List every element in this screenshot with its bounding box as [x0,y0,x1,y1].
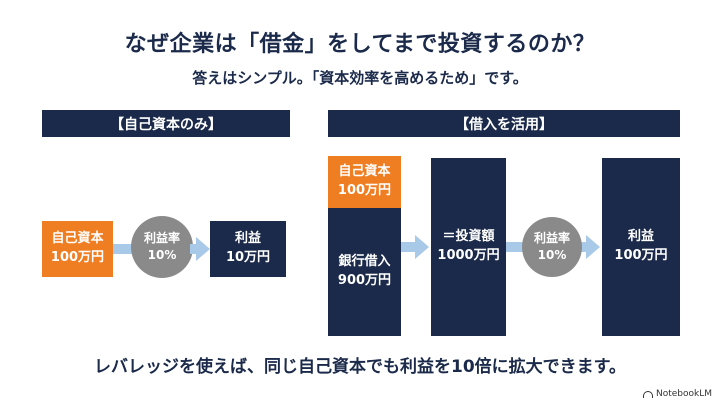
right-investment-box: ＝投資額 1000万円 [431,158,506,336]
conclusion-text: レバレッジを使えば、同じ自己資本でも利益を10倍に拡大できます。 [94,357,626,377]
right-loan-box: 銀行借入 900万円 [328,208,401,336]
right-arrow-1 [401,235,429,259]
left-equity-amount: 100万円 [50,250,105,265]
right-profit-amount: 100万円 [614,248,668,263]
right-profit-box: 利益 100万円 [602,158,680,336]
right-loan-label: 銀行借入 [338,254,391,270]
notebooklm-logo-icon [642,390,653,398]
page-subtitle: 答えはシンプル。「資本効率を高めるため」です。 [192,69,528,87]
left-equity-box: 自己資本 100万円 [42,221,113,277]
left-panel-header: 【自己資本のみ】 [42,110,290,137]
right-investment-label: ＝投資額 [442,229,495,245]
left-profit-amount: 10万円 [225,250,271,265]
right-equity-box: 自己資本 100万円 [328,156,401,208]
right-rate-label: 利益率 [533,231,570,246]
brand-label: NotebookLM [655,389,712,399]
page-title: なぜ企業は「借金」をしてまで投資するのか？ [124,32,596,57]
right-rate-circle: 利益率 10% [522,217,582,277]
right-equity-amount: 100万円 [337,183,392,198]
left-equity-label: 自己資本 [51,231,104,247]
right-loan-amount: 900万円 [337,273,392,288]
left-profit-label: 利益 [234,231,261,247]
right-profit-label: 利益 [627,229,654,245]
right-investment-amount: 1000万円 [437,248,500,263]
left-arrow-2 [190,237,210,261]
left-rate-label: 利益率 [143,231,180,246]
left-rate-value: 10% [147,248,177,262]
left-profit-box: 利益 10万円 [210,221,286,277]
right-panel-header: 【借入を活用】 [328,110,680,137]
left-rate-circle: 利益率 10% [131,216,193,278]
right-equity-label: 自己資本 [338,164,391,180]
right-rate-value: 10% [537,248,567,262]
brand-watermark: NotebookLM [642,389,712,399]
